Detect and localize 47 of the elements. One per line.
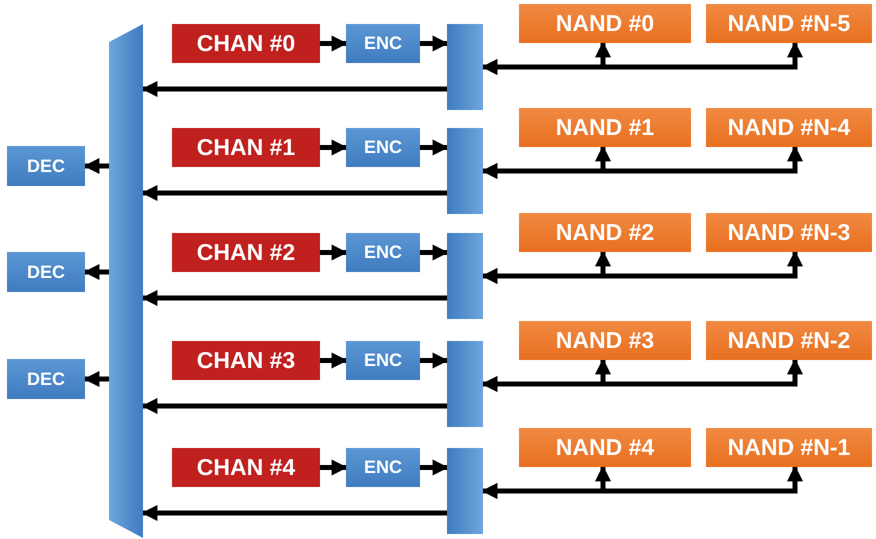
arrow bbox=[320, 36, 348, 52]
arrow bbox=[83, 158, 109, 174]
channel-box: CHAN #0 bbox=[172, 24, 320, 63]
nand-box: NAND #N-5 bbox=[706, 4, 872, 43]
channel-box: CHAN #2 bbox=[172, 233, 320, 272]
arrow bbox=[141, 81, 447, 97]
arrow bbox=[420, 244, 449, 260]
nand-box: NAND #3 bbox=[519, 321, 691, 360]
encoder-box: ENC bbox=[346, 24, 420, 63]
arrow bbox=[141, 185, 447, 201]
multiplexer-bar bbox=[447, 128, 483, 214]
channel-box: CHAN #3 bbox=[172, 341, 320, 380]
nand-box: NAND #2 bbox=[519, 213, 691, 252]
arrow bbox=[141, 505, 447, 521]
encoder-box: ENC bbox=[346, 128, 420, 167]
multiplexer-bar bbox=[447, 341, 483, 427]
channel-box: CHAN #4 bbox=[172, 448, 320, 487]
arrow bbox=[83, 371, 109, 387]
nand-box: NAND #1 bbox=[519, 108, 691, 147]
encoder-box: ENC bbox=[346, 448, 420, 487]
encoder-box: ENC bbox=[346, 341, 420, 380]
nand-box: NAND #N-4 bbox=[706, 108, 872, 147]
decoder-box: DEC bbox=[7, 252, 85, 292]
arrow bbox=[83, 264, 109, 280]
arrow bbox=[320, 460, 348, 476]
arrow bbox=[320, 352, 348, 368]
nand-box: NAND #N-2 bbox=[706, 321, 872, 360]
arrow bbox=[141, 398, 447, 414]
multiplexer-bar bbox=[447, 448, 483, 534]
arrow bbox=[141, 290, 447, 306]
multiplexer-bar bbox=[447, 24, 483, 110]
arrow bbox=[420, 140, 449, 156]
arrow bbox=[420, 36, 449, 52]
arrow bbox=[420, 460, 449, 476]
channel-box: CHAN #1 bbox=[172, 128, 320, 167]
arrow bbox=[420, 352, 449, 368]
decoder-box: DEC bbox=[7, 359, 85, 399]
encoder-box: ENC bbox=[346, 233, 420, 272]
nand-box: NAND #N-3 bbox=[706, 213, 872, 252]
nand-box: NAND #4 bbox=[519, 428, 691, 467]
multiplexer-bar bbox=[447, 233, 483, 319]
arrow bbox=[320, 244, 348, 260]
multiplexer-trapezoid bbox=[109, 24, 143, 538]
arrow bbox=[320, 140, 348, 156]
decoder-box: DEC bbox=[7, 146, 85, 186]
nand-box: NAND #N-1 bbox=[706, 428, 872, 467]
nand-box: NAND #0 bbox=[519, 4, 691, 43]
